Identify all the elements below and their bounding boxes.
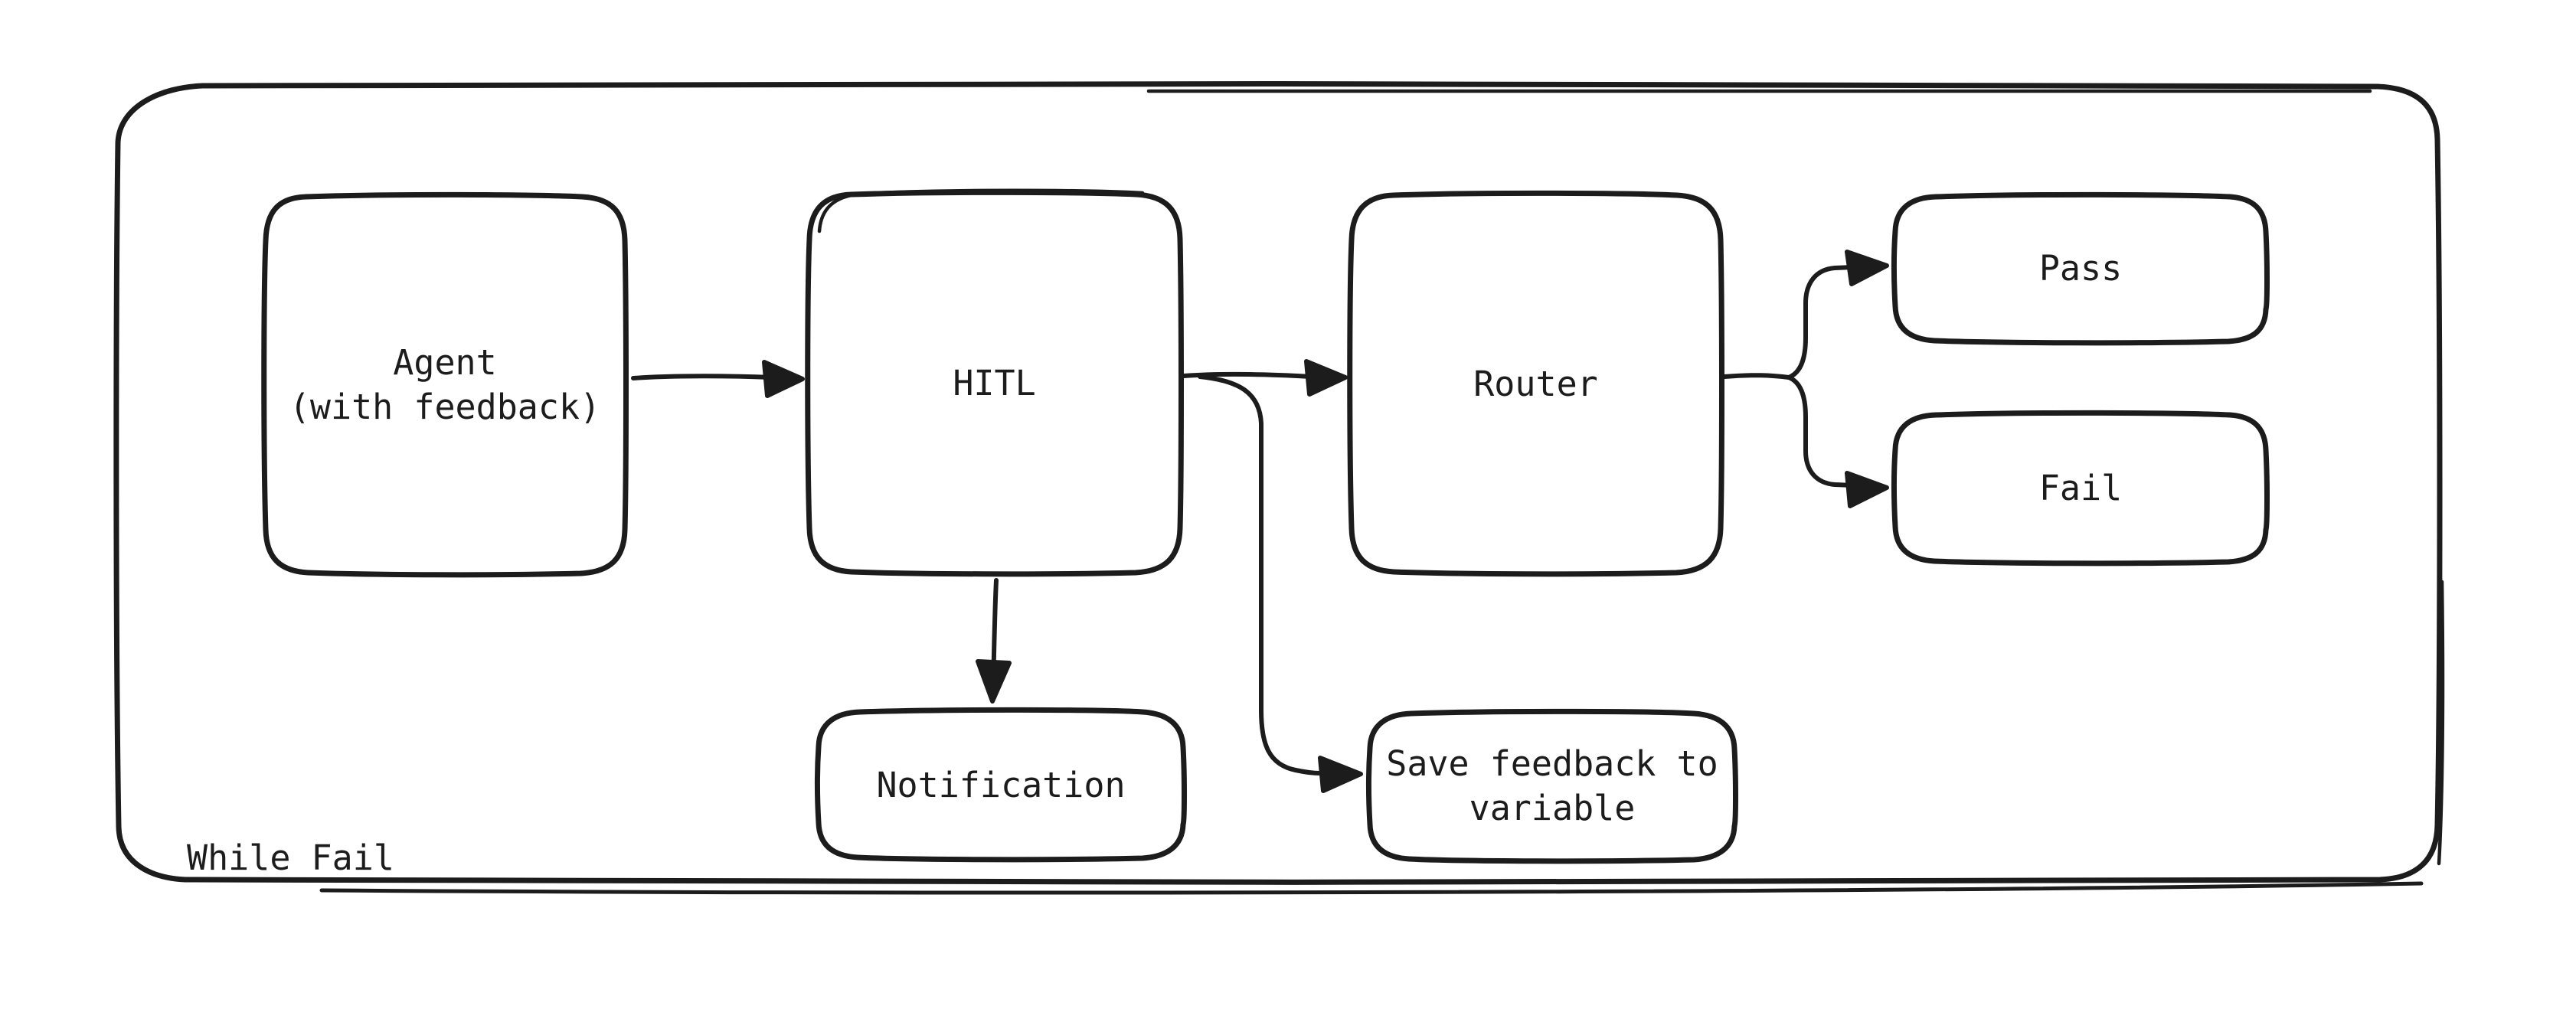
arrow-agent-to-hitl-head	[762, 360, 805, 398]
node-pass-label-text: Pass	[2038, 248, 2123, 289]
arrow-router-to-pass-line	[1787, 265, 1855, 380]
node-save-feedback-label: Save feedback to variable	[1369, 712, 1735, 860]
node-agent-label-line1: Agent	[393, 341, 497, 383]
arrow-router-to-fail-line	[1787, 375, 1855, 488]
node-hitl-rect	[805, 189, 1184, 577]
arrow-hitl-to-notification-head	[976, 659, 1012, 704]
while-fail-loop-rect	[113, 80, 2443, 885]
arrow-hitl-to-save-feedback-line	[1198, 374, 1322, 776]
node-agent-label: Agent (with feedback)	[264, 195, 626, 574]
node-router-rect	[1347, 190, 1724, 577]
while-fail-loop-rect-sketch-right	[2437, 580, 2445, 866]
node-hitl-label: HITL	[808, 193, 1181, 574]
arrow-router-to-pass-head	[1845, 250, 1889, 286]
node-notification-rect	[815, 707, 1187, 863]
arrow-hitl-to-router-head	[1304, 359, 1348, 397]
node-notification-label-text: Notification	[876, 765, 1126, 805]
node-hitl-rect-sketch-top	[817, 188, 1145, 233]
node-router-label-text: Router	[1473, 363, 1598, 404]
node-agent-label-line2: (with feedback)	[289, 386, 601, 427]
arrow-agent-to-hitl-line	[631, 374, 774, 380]
while-fail-loop-rect-sketch-top	[1146, 87, 2372, 93]
arrow-router-fork-stub	[1722, 373, 1791, 380]
node-save-feedback-rect	[1366, 708, 1738, 864]
node-fail-label-text: Fail	[2038, 468, 2123, 508]
node-save-feedback-label-line2: variable	[1469, 788, 1636, 828]
while-fail-loop-rect-sketch-bottom	[319, 881, 2424, 895]
node-notification-label: Notification	[818, 710, 1184, 860]
arrow-agent-to-hitl	[631, 360, 805, 398]
node-fail-rect	[1891, 410, 2270, 567]
arrow-hitl-to-save-feedback	[1198, 374, 1363, 793]
arrow-router-to-fail-head	[1845, 471, 1889, 508]
node-pass-rect	[1891, 191, 2270, 346]
arrow-hitl-to-notification	[976, 578, 1012, 704]
node-save-feedback-label-line1: Save feedback to	[1386, 743, 1718, 784]
node-router-label: Router	[1350, 194, 1721, 574]
arrow-hitl-to-save-feedback-head	[1318, 756, 1363, 793]
node-fail-label: Fail	[1894, 413, 2267, 563]
node-agent-rect	[261, 191, 629, 578]
while-fail-loop-label: While Fail	[187, 838, 394, 878]
arrow-router-fork	[1722, 250, 1889, 508]
node-pass-label: Pass	[1894, 195, 2267, 342]
node-hitl-label-text: HITL	[953, 363, 1036, 403]
